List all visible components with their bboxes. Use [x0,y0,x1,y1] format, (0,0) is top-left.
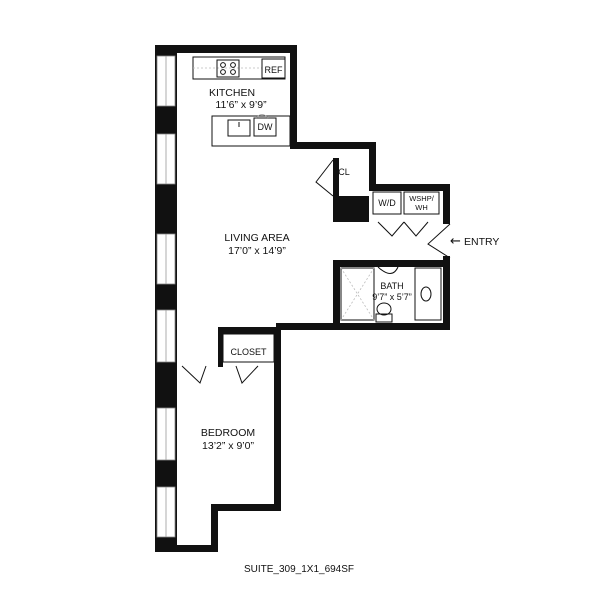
ref-label: REF [265,65,284,75]
closet-left-wall-2 [218,327,223,367]
closet-outline [222,333,275,363]
bath-right-wall [443,256,450,330]
laundry-top-wall [369,184,450,191]
vanity-icon [414,267,442,321]
bedroom-door-swing [181,365,207,384]
corridor-top-wall [290,142,376,149]
closet-left-wall [333,158,339,198]
wd-label: W/D [378,198,396,208]
cl-label: CL [338,167,350,177]
washer-dryer-icon [372,191,402,215]
unit-id-caption: SUITE_309_1X1_694SF [244,564,354,575]
entry-door-swing [427,223,451,259]
laundry-door-right [403,221,429,237]
living-area-size: 17’0” x 14’9” [228,245,286,257]
bedroom-size: 13’2” x 9’0” [202,440,254,452]
bottom-wall [155,545,218,552]
bath-name: BATH [380,281,403,291]
entry-label: ENTRY [464,236,499,248]
closet-door-swing [235,365,259,384]
coat-closet: CL [315,159,350,197]
bedroom-name: BEDROOM [201,427,255,439]
sink-bowl-icon [420,286,432,302]
toilet-tank-icon [375,313,393,323]
shower-icon [340,267,375,321]
kitchen-island [211,115,291,147]
bath-size: 9’7” x 5’7” [372,292,412,302]
laundry-door-left [377,221,405,237]
bedroom-right-wall [274,327,281,510]
laundry-right-wall [443,184,450,224]
wshp-label: WSHP/ [409,194,435,203]
room-labels: KITCHEN 11’6” x 9’9” LIVING AREA 17’0” x… [201,87,412,452]
bath-left-wall [333,260,340,330]
sink-icon [227,119,251,137]
bath-fixtures [340,266,442,323]
entry: ← ENTRY [427,223,499,259]
entry-arrow-icon: ← [450,234,461,249]
bath-top-wall [333,260,450,267]
dishwasher-icon [253,117,277,137]
bedroom-step-wall [211,504,281,511]
kitchen-right-wall [290,45,297,148]
top-wall [155,45,297,53]
closet-label: CLOSET [230,347,267,357]
kitchen-size: 11’6” x 9’9” [215,99,267,111]
closet-door-swing [315,159,334,197]
closet-top-wall [218,327,280,334]
kitchen-name: KITCHEN [209,87,255,99]
wh-label: WH [415,203,428,212]
toilet-icon [376,302,392,316]
bath-door-swing [377,266,399,274]
windows [156,55,176,538]
laundry: W/D WSHP/ WH [372,191,440,237]
bedroom-closet: CLOSET [181,333,275,384]
closet-block [333,196,369,222]
dw-label: DW [258,122,273,132]
living-area-name: LIVING AREA [224,232,289,244]
refrigerator-icon [261,58,286,79]
bedroom-step-down-wall [211,504,218,551]
kitchen-fixtures: REF DW [192,56,291,147]
wshp-wh-icon [403,191,440,215]
bath-bottom-wall [276,323,450,330]
closet-right-wall [369,142,376,190]
cooktop-icon [216,59,240,78]
left-exterior-wall [155,49,177,551]
